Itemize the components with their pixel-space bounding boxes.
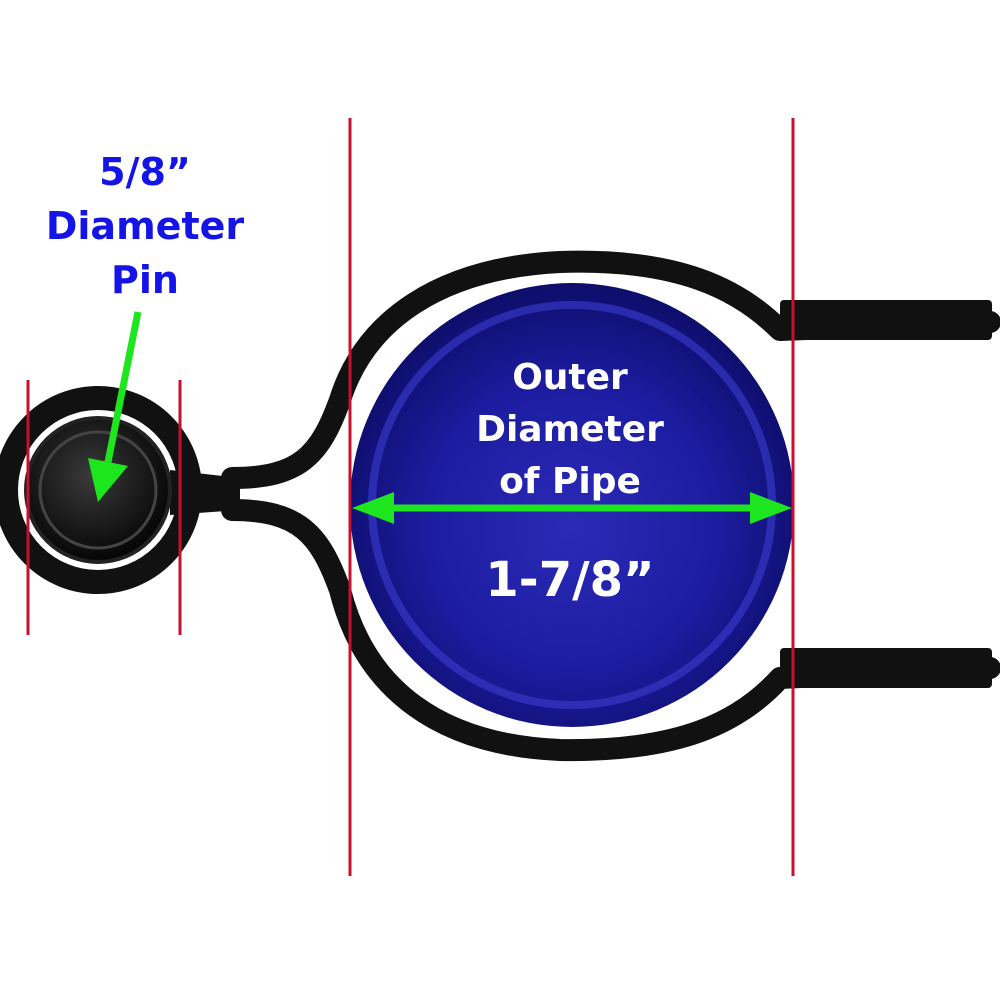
pipe-label-of-pipe: of Pipe <box>499 461 641 502</box>
pin-label-size: 5/8” <box>99 150 191 194</box>
pin-label-diameter: Diameter <box>45 204 245 248</box>
pin-head-rim <box>38 430 158 550</box>
pin-label-pin: Pin <box>111 258 179 302</box>
pipe-label-outer: Outer <box>512 357 628 398</box>
clamp-band-upper <box>221 250 1000 489</box>
pipe-diameter-measurement: 1-7/8” <box>485 552 655 608</box>
pin-eye-neck <box>170 470 240 515</box>
pipe-label-diameter: Diameter <box>476 409 664 450</box>
pin-diameter-label: 5/8” Diameter Pin <box>30 145 260 307</box>
pipe-diameter-label: Outer Diameter of Pipe <box>440 352 700 508</box>
clamp-tab-lower <box>780 648 992 688</box>
clamp-tab-upper <box>780 300 992 340</box>
clamp-band-lower <box>221 499 1000 762</box>
pipe-diameter-arrow <box>352 492 792 524</box>
pin-pointer-arrow <box>88 311 142 502</box>
